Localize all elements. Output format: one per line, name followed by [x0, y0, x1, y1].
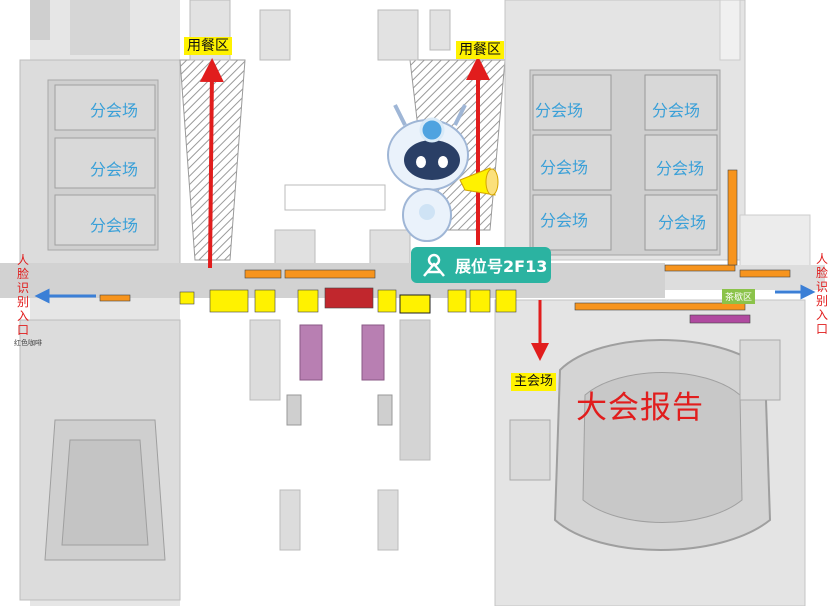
sub-venue-label: 分会场 — [652, 101, 701, 120]
direction-arrows — [34, 56, 816, 361]
left-building — [19, 0, 181, 606]
arrow-to-dining-left — [199, 58, 224, 269]
sub-venue-label: 分会场 — [90, 101, 139, 120]
right-upper-building — [504, 0, 746, 261]
booth-row-left — [99, 269, 517, 314]
dining-area-label-left: 用餐区 — [184, 37, 232, 55]
booth-row-right — [574, 169, 791, 324]
sub-venue-label: 分会场 — [656, 159, 705, 178]
face-recognition-entry-right: 人脸识别入口 — [815, 252, 828, 336]
sub-venue-label: 分会场 — [540, 211, 589, 230]
sub-venue-label: 分会场 — [540, 158, 589, 177]
exhibitor-pin-icon — [423, 253, 445, 277]
booth-number-badge[interactable]: 展位号2F13 — [411, 247, 551, 283]
right-lower-building — [494, 214, 811, 606]
tea-break-area-label: 茶歇区 — [722, 289, 756, 304]
sub-venue-label: 分会场 — [658, 213, 707, 232]
sub-venue-label: 分会场 — [90, 216, 139, 235]
mascot-robot — [387, 104, 499, 242]
sub-venue-label: 分会场 — [90, 160, 139, 179]
booth-number-text: 展位号2F13 — [455, 257, 548, 276]
plenary-report-label: 大会报告 — [576, 390, 704, 426]
sub-venue-label: 分会场 — [535, 101, 584, 120]
main-venue-label: 主会场 — [511, 373, 557, 391]
face-recognition-entry-left: 人脸识别入口 — [16, 253, 29, 337]
dining-area-label-right: 用餐区 — [456, 41, 504, 59]
cafe-label: 红色咖啡 — [14, 339, 42, 347]
